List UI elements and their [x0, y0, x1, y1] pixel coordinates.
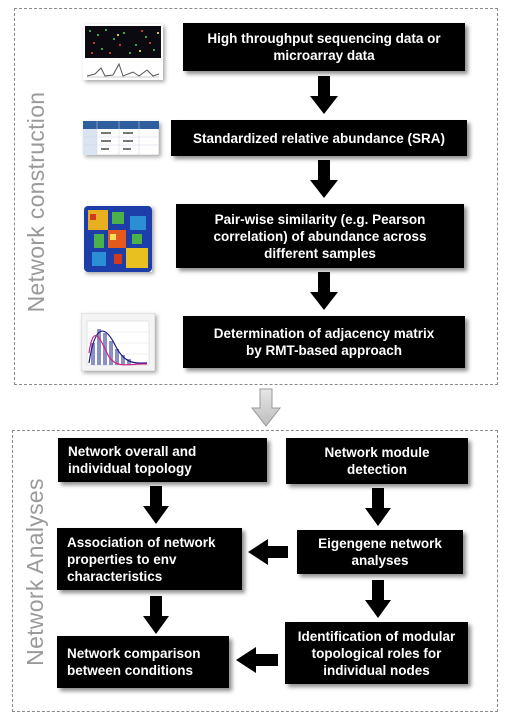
analysis-step-eigengene: Eigengene network analyses	[297, 530, 463, 574]
construction-step-adjacency-matrix: Determination of adjacency matrix by RMT…	[183, 316, 465, 368]
sra-table-thumbnail	[83, 121, 159, 155]
down-arrow-icon	[310, 272, 338, 310]
down-arrow-icon	[143, 486, 169, 524]
analysis-step-comparison: Network comparison between conditions	[57, 636, 229, 688]
analyses-section	[12, 430, 498, 712]
down-arrow-icon	[310, 76, 338, 114]
analysis-step-association: Association of network properties to env…	[57, 528, 242, 590]
down-arrow-icon	[365, 488, 391, 526]
down-arrow-icon	[310, 160, 338, 198]
rmt-curve-plot-thumbnail	[81, 313, 155, 371]
down-arrow-icon	[143, 596, 169, 634]
construction-section	[14, 8, 498, 385]
left-arrow-icon	[248, 539, 288, 565]
construction-step-sequencing-data: High throughput sequencing data or micro…	[183, 23, 465, 71]
analysis-step-module-detection: Network module detection	[286, 438, 468, 484]
construction-section-label: Network construction	[23, 91, 49, 313]
analysis-step-modular-roles: Identification of modular topological ro…	[285, 622, 468, 684]
construction-step-pairwise-similarity: Pair-wise similarity (e.g. Pearson corre…	[176, 204, 464, 268]
down-arrow-icon	[365, 580, 391, 618]
left-arrow-icon	[236, 647, 278, 673]
section-connector-arrow-icon	[250, 388, 282, 427]
sequencing-data-thumbnail	[83, 24, 163, 80]
construction-step-sra: Standardized relative abundance (SRA)	[171, 120, 467, 156]
correlation-heatmap-thumbnail	[84, 206, 152, 272]
analysis-step-topology: Network overall and individual topology	[58, 438, 267, 482]
analyses-section-label: Network Analyses	[22, 478, 48, 666]
